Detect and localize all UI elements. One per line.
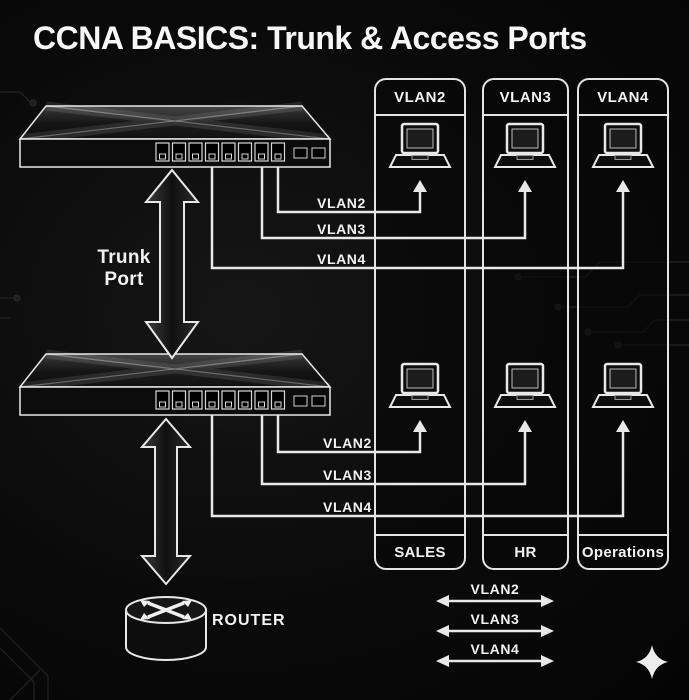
vlan-column-footer: SALES	[376, 534, 464, 568]
top-switch-icon	[20, 106, 330, 167]
vlan-column-header: VLAN3	[484, 80, 567, 116]
laptop-icon	[493, 362, 557, 409]
bottom-vlan2-link-line	[276, 415, 422, 454]
arrowhead-icon	[518, 420, 532, 432]
arrowhead-icon	[413, 420, 427, 432]
arrowhead-icon	[616, 420, 630, 432]
arrowhead-icon	[616, 180, 630, 192]
trunk-port-arrow-icon	[143, 168, 201, 360]
vlan-column-header: VLAN2	[376, 80, 464, 116]
laptop-icon	[388, 122, 452, 169]
legend-label-vlan4: VLAN4	[470, 641, 520, 657]
laptop-icon	[388, 362, 452, 409]
laptop-icon	[591, 122, 655, 169]
router-label: ROUTER	[212, 612, 286, 629]
top-vlan2-link-line	[276, 167, 422, 214]
bottom-link-label-vlan2: VLAN2	[323, 435, 372, 451]
laptop-icon	[493, 122, 557, 169]
vlan-column-footer: HR	[484, 534, 567, 568]
vlan-column-footer: Operations	[579, 534, 667, 568]
arrowhead-icon	[413, 180, 427, 192]
legend-label-vlan2: VLAN2	[470, 581, 520, 597]
bottom-link-label-vlan4: VLAN4	[323, 499, 372, 515]
router-icon	[125, 596, 207, 661]
page-title: CCNA BASICS: Trunk & Access Ports	[33, 20, 587, 56]
bottom-switch-icon	[20, 354, 330, 415]
top-link-label-vlan2: VLAN2	[317, 195, 366, 211]
sparkle-icon	[636, 645, 668, 679]
bottom-vlan3-link-line	[260, 415, 527, 486]
legend-label-vlan3: VLAN3	[470, 611, 520, 627]
laptop-icon	[591, 362, 655, 409]
top-vlan3-link-line	[260, 167, 527, 240]
arrowhead-icon	[518, 180, 532, 192]
top-link-label-vlan3: VLAN3	[317, 221, 366, 237]
router-link-arrow-icon	[139, 417, 193, 586]
top-link-label-vlan4: VLAN4	[317, 251, 366, 267]
trunk-port-label: Trunk Port	[97, 247, 151, 290]
bottom-vlan4-link-line	[210, 415, 625, 518]
bottom-link-label-vlan3: VLAN3	[323, 467, 372, 483]
vlan-column-header: VLAN4	[579, 80, 667, 116]
top-vlan4-link-line	[210, 167, 625, 270]
